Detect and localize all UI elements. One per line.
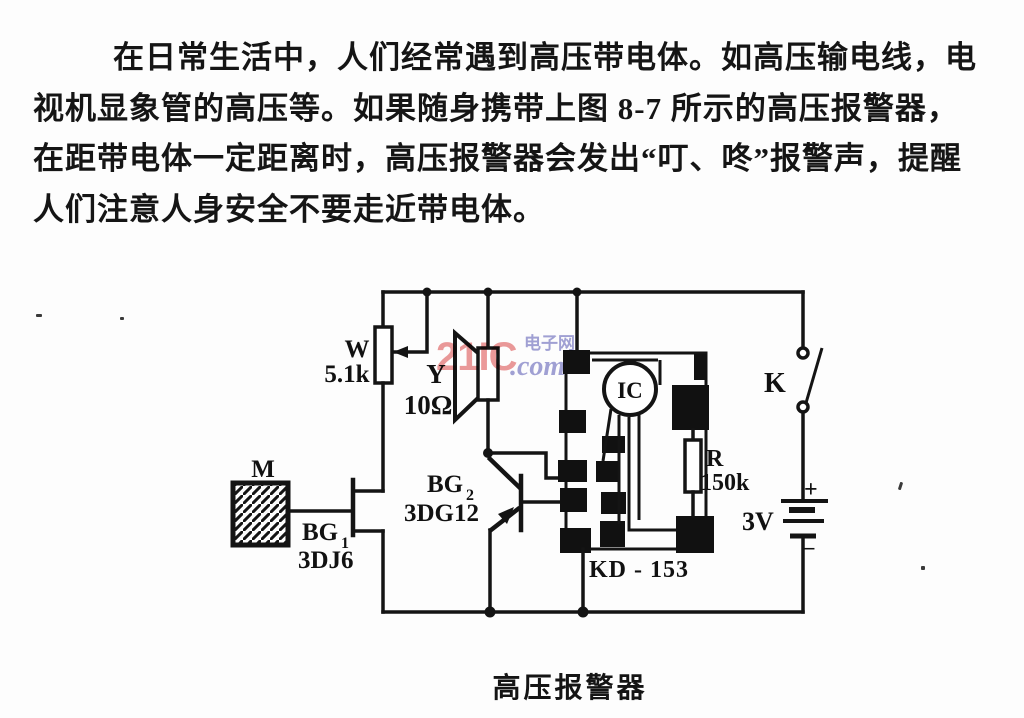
speaker-label: Y bbox=[426, 359, 446, 389]
battery-minus: − bbox=[803, 536, 816, 561]
switch-label: K bbox=[764, 368, 786, 399]
module-pad bbox=[676, 516, 714, 553]
battery-voltage: 3V bbox=[742, 507, 774, 536]
module-label: KD - 153 bbox=[589, 557, 689, 583]
speaker-y: Y 10Ω bbox=[404, 290, 500, 455]
scan-speck bbox=[36, 314, 42, 317]
bg2-label: BG bbox=[427, 471, 463, 498]
module-pad bbox=[600, 521, 625, 547]
module-pad bbox=[694, 354, 707, 380]
bg2-subscript: 2 bbox=[466, 487, 474, 504]
resistor-r: R 150k bbox=[683, 428, 750, 518]
intro-paragraph: 在日常生活中，人们经常遇到高压带电体。如高压输电线，电 视机显象管的高压等。如果… bbox=[33, 33, 1008, 235]
resistor-label: R bbox=[706, 446, 724, 472]
battery-plus: + bbox=[804, 477, 818, 503]
module-pad bbox=[560, 488, 587, 512]
probe-label: M bbox=[251, 456, 275, 483]
module-pad bbox=[672, 385, 709, 430]
ic-module-kd153: IC KD - 153 bbox=[558, 290, 714, 614]
pot-value: 5.1k bbox=[324, 361, 369, 388]
pot-label: W bbox=[345, 336, 370, 363]
module-pad bbox=[560, 528, 591, 553]
paragraph-line: 人们注意人身安全不要走近带电体。 bbox=[33, 191, 545, 227]
ic-label: IC bbox=[617, 378, 643, 403]
battery-3v: + − 3V bbox=[742, 477, 828, 614]
bg1-model: 3DJ6 bbox=[298, 547, 354, 574]
ic-die bbox=[602, 361, 658, 417]
speaker-horn bbox=[453, 328, 480, 425]
module-pad bbox=[559, 410, 586, 433]
speaker-value: 10Ω bbox=[404, 390, 453, 420]
switch-blade bbox=[804, 347, 824, 404]
module-pad bbox=[558, 460, 587, 482]
probe-plate-m: M bbox=[230, 456, 291, 548]
junction-dots bbox=[422, 287, 589, 618]
module-pad bbox=[601, 492, 626, 514]
emitter-arrow bbox=[498, 507, 514, 524]
bg2-model: 3DG12 bbox=[404, 500, 479, 527]
bg1-subscript: 1 bbox=[341, 535, 349, 552]
scan-speck bbox=[120, 317, 124, 320]
transistor-bg2: BG 2 3DG12 bbox=[404, 451, 562, 614]
switch-contact bbox=[796, 346, 810, 360]
module-pad bbox=[596, 461, 620, 482]
paragraph-line: 在距带电体一定距离时，高压报警器会发出“叮、咚”报警声，提醒 bbox=[33, 141, 962, 176]
switch-k: K bbox=[764, 290, 824, 501]
potentiometer-w: W 5.1k bbox=[324, 290, 429, 493]
fet-bg1: BG 1 3DJ6 bbox=[286, 477, 385, 614]
paragraph-line: 视机显象管的高压等。如果随身携带上图 8-7 所示的高压报警器， bbox=[33, 90, 959, 126]
wiper-arrow bbox=[393, 346, 408, 358]
resistor-value: 150k bbox=[700, 470, 750, 496]
paragraph-line: 在日常生活中，人们经常遇到高压带电体。如高压输电线，电 bbox=[113, 40, 977, 75]
module-pad bbox=[563, 350, 590, 374]
figure-caption: 高压报警器 bbox=[492, 673, 648, 704]
bg1-label: BG bbox=[302, 519, 338, 546]
scan-speck bbox=[921, 566, 925, 570]
